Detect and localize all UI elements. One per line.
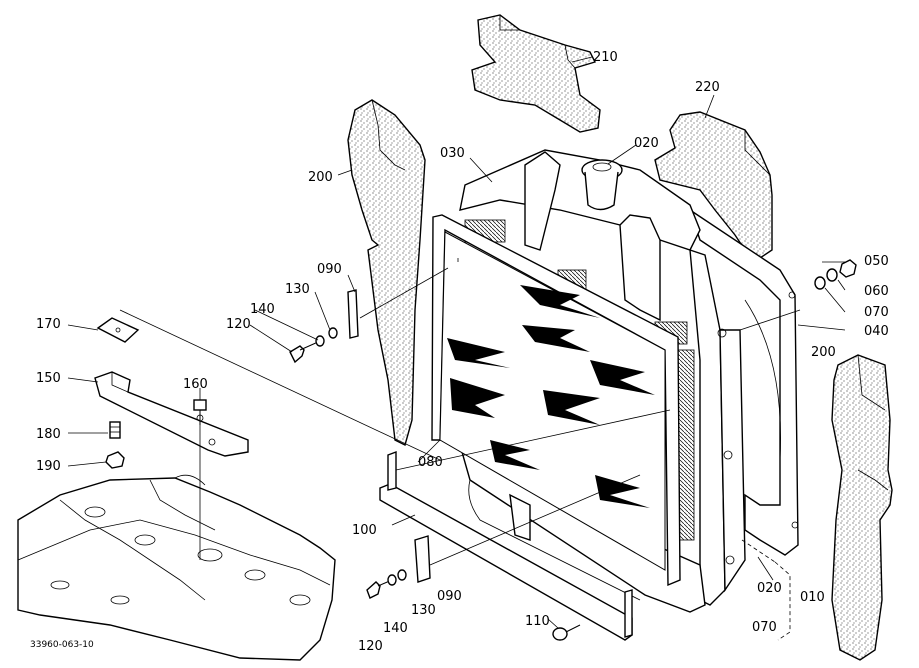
label-160: 160 — [183, 377, 208, 392]
label-090-upper: 090 — [317, 262, 342, 277]
plate-090-upper — [347, 289, 359, 339]
label-190: 190 — [36, 459, 61, 474]
bracket-150 — [94, 371, 249, 457]
washer-140-upper — [315, 335, 325, 347]
washer-070 — [814, 276, 826, 290]
radiator-core — [431, 214, 681, 587]
washer-060 — [826, 268, 838, 282]
label-100: 100 — [352, 523, 377, 538]
bracket-010-indicator — [774, 561, 791, 641]
wing-bolt-120-upper — [289, 341, 319, 364]
label-040: 040 — [864, 324, 889, 339]
label-070-upper: 070 — [864, 305, 889, 320]
label-150: 150 — [36, 371, 61, 386]
label-220: 220 — [695, 80, 720, 95]
washer-130-lower — [397, 569, 407, 581]
label-200-right: 200 — [811, 345, 836, 360]
label-140-upper: 140 — [250, 302, 275, 317]
label-080: 080 — [418, 455, 443, 470]
label-110: 110 — [525, 614, 550, 629]
bracket-100 — [379, 450, 633, 641]
label-200-left: 200 — [308, 170, 333, 185]
label-010: 010 — [800, 590, 825, 605]
seal-200-right — [831, 354, 893, 661]
label-120-upper: 120 — [226, 317, 251, 332]
seal-200-left — [347, 99, 426, 447]
callout-labels: 210 220 020 030 200 090 130 140 120 170 … — [30, 50, 889, 654]
nut-190 — [105, 451, 125, 469]
frame-casting — [17, 474, 336, 661]
label-210: 210 — [593, 50, 618, 65]
fan-shroud — [688, 208, 799, 556]
label-020-cap: 020 — [634, 136, 659, 151]
wing-bolt-120-lower — [366, 579, 393, 599]
label-120-lower: 120 — [358, 639, 383, 654]
label-090-lower: 090 — [437, 589, 462, 604]
nut-050 — [839, 259, 857, 278]
seal-210 — [471, 14, 601, 133]
label-060: 060 — [864, 284, 889, 299]
label-180: 180 — [36, 427, 61, 442]
plate-170 — [96, 317, 140, 343]
washer-140-lower — [387, 574, 397, 586]
stud-180 — [109, 421, 121, 439]
washer-130-upper — [328, 327, 338, 339]
plate-090-lower — [414, 535, 431, 583]
label-070-lower: 070 — [752, 620, 777, 635]
label-130-lower: 130 — [411, 603, 436, 618]
leader-lines — [67, 56, 846, 629]
label-030: 030 — [440, 146, 465, 161]
label-140-lower: 140 — [383, 621, 408, 636]
label-050: 050 — [864, 254, 889, 269]
label-130-upper: 130 — [285, 282, 310, 297]
bolt-110 — [552, 624, 581, 641]
label-020-lower: 020 — [757, 581, 782, 596]
label-170: 170 — [36, 317, 61, 332]
drawing-number: 33960-063-10 — [30, 640, 94, 650]
